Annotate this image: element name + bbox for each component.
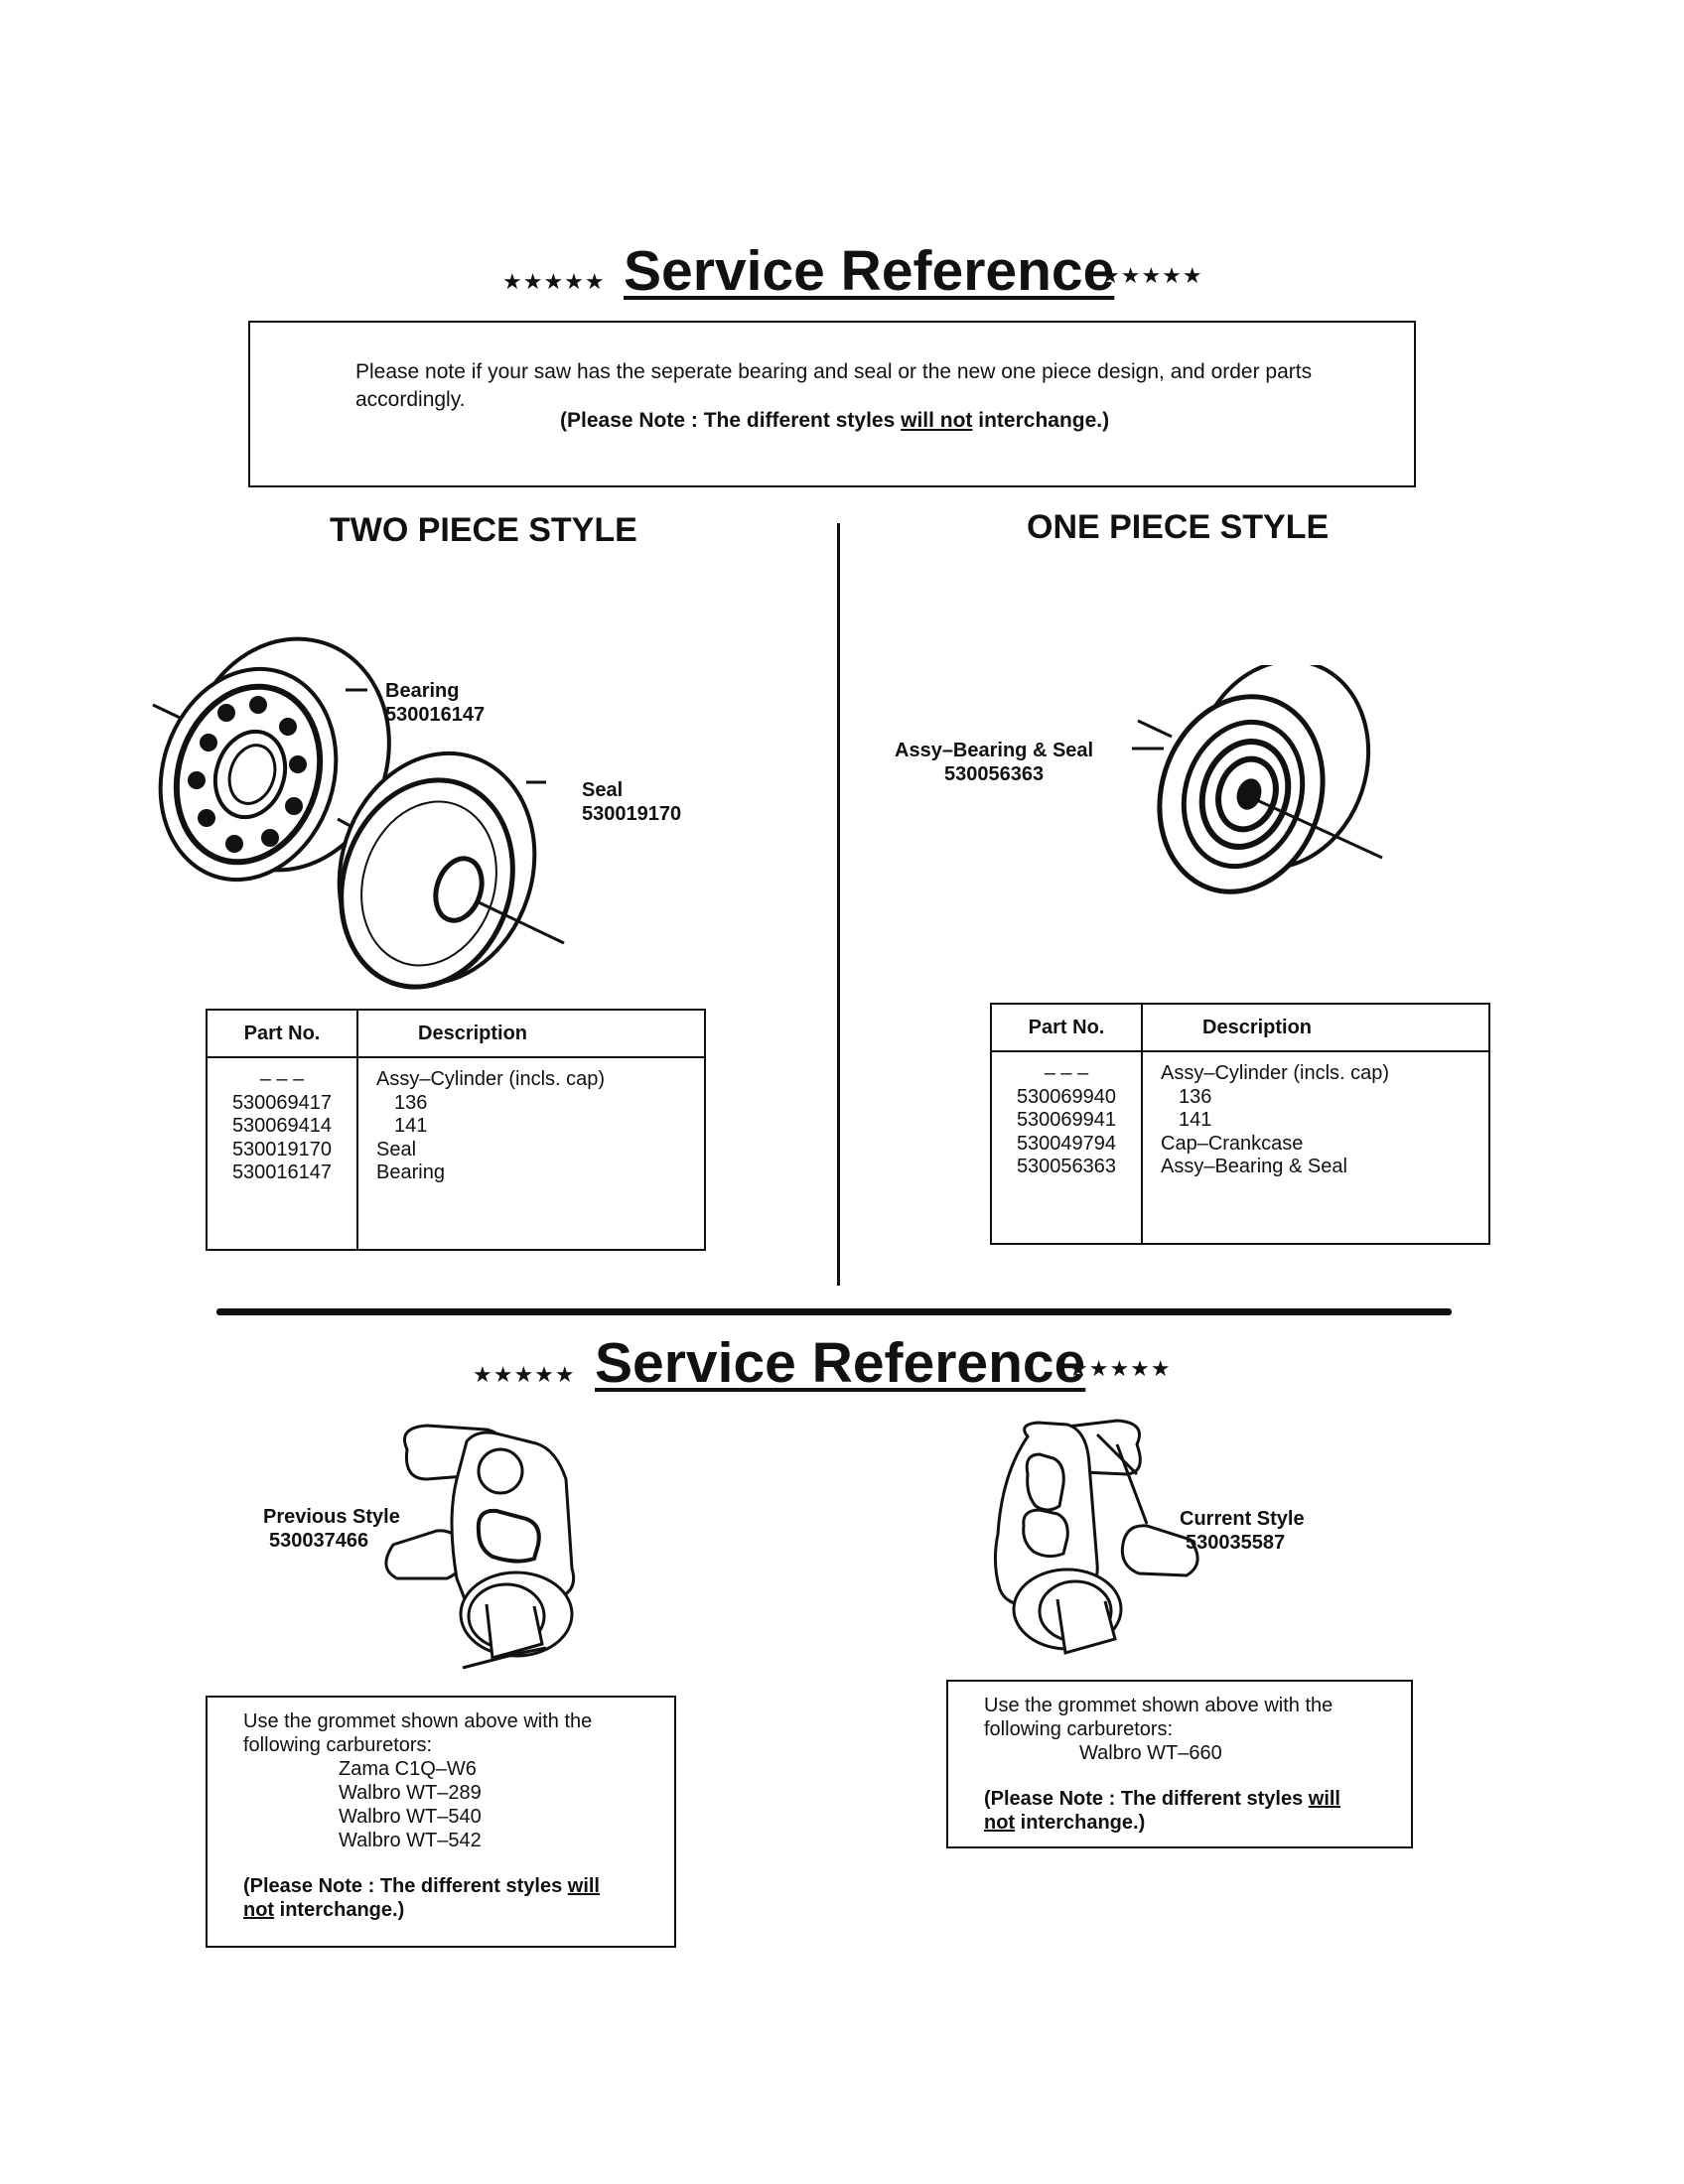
- previous-note: (Please Note : The different styles will…: [243, 1874, 638, 1922]
- note-underlined-not: not: [243, 1899, 275, 1921]
- table-cell: 530019170: [231, 1138, 333, 1160]
- col-description: Description: [356, 1009, 706, 1058]
- table-cell: 141: [1179, 1109, 1212, 1131]
- note-pre: (Please Note : The different styles: [243, 1875, 568, 1897]
- seal-callout: Seal 530019170: [582, 778, 681, 826]
- bearing-number: 530016147: [385, 704, 486, 726]
- section-title: Service Reference: [595, 1331, 1086, 1395]
- column-divider: [837, 523, 840, 1286]
- previous-intro: Use the grommet shown above with the fol…: [243, 1710, 593, 1756]
- table-cell: – – –: [259, 1068, 305, 1090]
- two-piece-parts-table: Part No. Description – – – 530069417 530…: [206, 1009, 706, 1251]
- current-note: (Please Note : The different styles will…: [984, 1787, 1375, 1835]
- current-style-label: Current Style: [1180, 1508, 1305, 1530]
- seal-number: 530019170: [582, 803, 682, 825]
- stars-right: ★★★★★: [1068, 1357, 1172, 1382]
- table-cell: 530069417: [231, 1091, 333, 1114]
- note-post: interchange.): [274, 1899, 405, 1921]
- table-cell: 530049794: [1016, 1132, 1117, 1155]
- description-column: Assy–Cylinder (incls. cap) 136 141 Cap–C…: [1141, 1051, 1490, 1244]
- col-part-no: Part No.: [206, 1009, 358, 1058]
- table-cell: 136: [1179, 1085, 1212, 1108]
- top-note-text: Please note if your saw has the seperate…: [355, 360, 1313, 411]
- note-bold-post: interchange.): [972, 409, 1110, 432]
- previous-style-number: 530037466: [269, 1530, 369, 1552]
- note-bold-underlined: will not: [901, 409, 973, 432]
- table-header-row: Part No. Description: [206, 1009, 706, 1058]
- col-description: Description: [1141, 1003, 1490, 1052]
- current-grommet-note-box: Use the grommet shown above with the fol…: [946, 1680, 1413, 1848]
- assy-callout: Assy–Bearing & Seal 530056363: [895, 739, 1093, 786]
- table-cell: – – –: [1044, 1062, 1089, 1084]
- seal-label: Seal: [582, 779, 624, 801]
- note-post: interchange.): [1015, 1812, 1146, 1834]
- table-cell: 136: [394, 1091, 428, 1114]
- table-body-row: – – – 530069940 530069941 530049794 5300…: [990, 1051, 1490, 1244]
- one-piece-heading: ONE PIECE STYLE: [1027, 508, 1330, 546]
- one-piece-parts-table: Part No. Description – – – 530069940 530…: [990, 1003, 1490, 1245]
- carburetor-item: Walbro WT–660: [1079, 1742, 1222, 1764]
- note-bold-pre: (Please Note : The different styles: [560, 409, 902, 432]
- bearing-callout: Bearing 530016147: [385, 679, 485, 727]
- part-number-column: – – – 530069417 530069414 530019170 5300…: [206, 1057, 358, 1250]
- current-style-number: 530035587: [1186, 1532, 1286, 1554]
- table-body-row: – – – 530069417 530069414 530019170 5300…: [206, 1057, 706, 1250]
- carburetor-item: Walbro WT–540: [339, 1806, 482, 1828]
- bearing-label: Bearing: [385, 680, 460, 702]
- part-number-column: – – – 530069940 530069941 530049794 5300…: [990, 1051, 1143, 1244]
- page-title: Service Reference: [624, 239, 1115, 303]
- table-cell: 530016147: [231, 1161, 333, 1183]
- table-cell: 530069414: [231, 1115, 333, 1137]
- col-part-no: Part No.: [990, 1003, 1143, 1052]
- one-piece-bearing-seal-illustration: [1132, 665, 1383, 894]
- two-piece-bearing-seal-illustration: [152, 636, 565, 990]
- note-underlined-will: will: [567, 1875, 600, 1897]
- current-intro: Use the grommet shown above with the fol…: [984, 1695, 1333, 1740]
- assy-label: Assy–Bearing & Seal: [895, 740, 1094, 761]
- top-note-box: Please note if your saw has the seperate…: [248, 321, 1416, 487]
- stars-right: ★★★★★: [1100, 264, 1203, 289]
- top-note-bold: (Please Note : The different styles will…: [560, 409, 1109, 433]
- note-underlined-will: will: [1308, 1788, 1340, 1810]
- table-cell: Seal: [376, 1138, 417, 1160]
- stars-left: ★★★★★: [473, 1363, 576, 1388]
- table-cell: 530056363: [1016, 1156, 1117, 1177]
- table-cell: Bearing: [376, 1161, 445, 1183]
- table-cell: Assy–Cylinder (incls. cap): [376, 1068, 606, 1090]
- carburetor-item: Zama C1Q–W6: [339, 1758, 477, 1780]
- table-cell: Assy–Bearing & Seal: [1161, 1156, 1347, 1177]
- table-cell: 530069940: [1016, 1085, 1117, 1108]
- current-style-callout: Current Style 530035587: [1180, 1507, 1305, 1555]
- table-cell: Assy–Cylinder (incls. cap): [1161, 1062, 1390, 1084]
- previous-grommet-illustration: [384, 1424, 576, 1670]
- previous-style-label: Previous Style: [263, 1506, 400, 1528]
- description-column: Assy–Cylinder (incls. cap) 136 141 Seal …: [356, 1057, 706, 1250]
- table-cell: 530069941: [1016, 1109, 1117, 1131]
- two-piece-heading: TWO PIECE STYLE: [330, 511, 637, 549]
- previous-style-callout: Previous Style 530037466: [263, 1505, 400, 1553]
- table-cell: Cap–Crankcase: [1161, 1132, 1304, 1155]
- table-header-row: Part No. Description: [990, 1003, 1490, 1052]
- note-pre: (Please Note : The different styles: [984, 1788, 1309, 1810]
- carburetor-item: Walbro WT–289: [339, 1782, 482, 1804]
- assy-number: 530056363: [944, 763, 1045, 785]
- section-divider: [216, 1308, 1452, 1315]
- current-grommet-illustration: [993, 1419, 1199, 1655]
- carburetor-item: Walbro WT–542: [339, 1830, 482, 1851]
- previous-grommet-note-box: Use the grommet shown above with the fol…: [206, 1696, 676, 1948]
- table-cell: 141: [394, 1115, 428, 1137]
- note-underlined-not: not: [984, 1812, 1016, 1834]
- stars-left: ★★★★★: [502, 270, 606, 295]
